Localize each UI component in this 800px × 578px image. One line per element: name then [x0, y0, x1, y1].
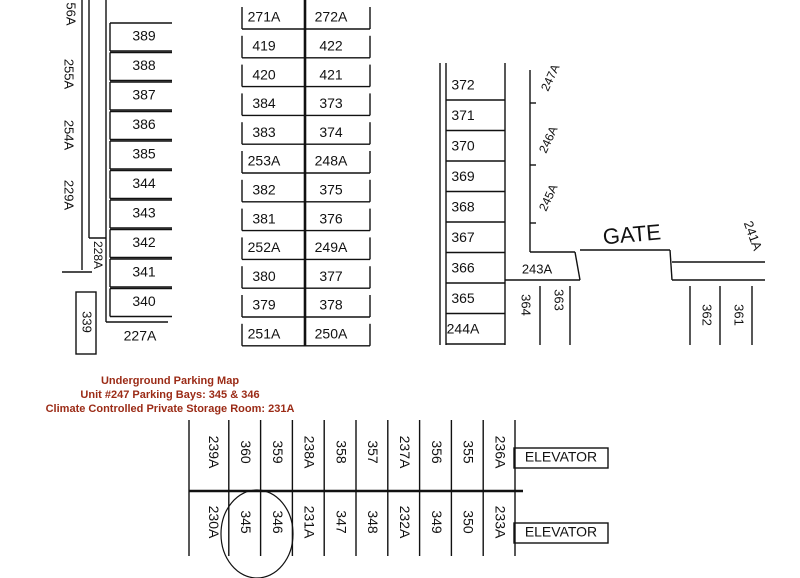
parking-bay-label: 248A: [315, 153, 348, 169]
parking-bay-label: 237A: [397, 436, 413, 469]
parking-bay-label: 359: [270, 440, 286, 464]
room-label: 245A: [536, 182, 561, 213]
parking-bay-label: 236A: [492, 436, 508, 469]
room-box: [75, 291, 97, 355]
parking-bay-label: 362: [700, 304, 715, 326]
parking-bay-label: 419: [252, 38, 276, 54]
parking-bay-label: 385: [132, 146, 156, 162]
parking-bay-label: 253A: [248, 153, 281, 169]
room-label: 255A: [62, 59, 77, 90]
room-label: 241A: [741, 219, 766, 253]
parking-bay-label: 389: [132, 28, 156, 44]
parking-bay-label: 375: [319, 182, 343, 198]
parking-bay-label: 271A: [248, 9, 281, 25]
parking-bay-label: 356: [429, 440, 445, 464]
elevator-label: ELEVATOR: [525, 449, 597, 465]
parking-bay-label: 238A: [302, 436, 318, 469]
parking-bay-label: 347: [333, 510, 349, 534]
room-label: 246A: [536, 124, 561, 155]
parking-bay-label: 381: [252, 210, 276, 226]
parking-bay-label: 366: [451, 260, 475, 276]
parking-bay-label: 369: [451, 168, 475, 184]
room-label: 229A: [62, 180, 77, 211]
room-label: 243A: [522, 261, 553, 276]
parking-bay-label: 370: [451, 138, 475, 154]
parking-bay-label: 349: [429, 510, 445, 534]
parking-bay-label: 420: [252, 66, 276, 82]
parking-bay-label: 422: [319, 38, 343, 54]
parking-bay-label: 373: [319, 95, 343, 111]
parking-bay-label: 374: [319, 124, 343, 140]
parking-bay-label: 233A: [492, 506, 508, 539]
parking-bay-label: 378: [319, 297, 343, 313]
room-label: 227A: [124, 328, 157, 344]
caption-storage-room: Climate Controlled Private Storage Room:…: [45, 403, 295, 415]
parking-bay-label: 252A: [248, 239, 281, 255]
parking-bay-label: 230A: [206, 506, 222, 539]
parking-bay-label: 360: [238, 440, 254, 464]
parking-bay-label: 348: [365, 510, 381, 534]
parking-bay-label: 244A: [447, 321, 480, 337]
parking-bay-label: 365: [451, 290, 475, 306]
parking-bay-label: 232A: [397, 506, 413, 539]
room-label: 339: [80, 311, 95, 333]
parking-bay-label: 376: [319, 210, 343, 226]
parking-bay-label: 343: [132, 205, 156, 221]
parking-bay-label: 380: [252, 268, 276, 284]
parking-bay-label: 361: [732, 304, 747, 326]
parking-bay-label: 368: [451, 199, 475, 215]
parking-bay-label: 344: [132, 175, 156, 191]
caption-title: Underground Parking Map: [100, 375, 240, 387]
parking-bay-label: 350: [461, 510, 477, 534]
gate-label: GATE: [602, 219, 662, 249]
parking-bay-label: 363: [552, 289, 567, 311]
parking-bay-label: 383: [252, 124, 276, 140]
elevator-label: ELEVATOR: [525, 524, 597, 540]
parking-bay-label: 355: [461, 440, 477, 464]
parking-bay-label: 372: [451, 77, 475, 93]
parking-bay-label: 250A: [315, 326, 348, 342]
parking-bay-label: 421: [319, 66, 343, 82]
parking-bay-label: 345: [238, 510, 254, 534]
room-label: 247A: [538, 62, 563, 93]
parking-bay-label: 371: [451, 107, 475, 123]
parking-bay-label: 367: [451, 229, 475, 245]
caption-parking-bays: Unit #247 Parking Bays: 345 & 346: [80, 389, 260, 401]
parking-bay-label: 384: [252, 95, 276, 111]
map-caption: Underground Parking Map Unit #247 Parkin…: [30, 374, 310, 416]
parking-bay-label: 357: [365, 440, 381, 464]
parking-bay-label: 231A: [302, 506, 318, 539]
elevator-box: [513, 447, 609, 469]
parking-bay-label: 249A: [315, 239, 348, 255]
parking-bay-label: 364: [519, 294, 534, 316]
parking-bay-label: 387: [132, 87, 156, 103]
parking-bay-label: 382: [252, 182, 276, 198]
room-label: 56A: [64, 2, 79, 25]
parking-bay-label: 386: [132, 116, 156, 132]
highlight-circle: [220, 489, 294, 578]
parking-bay-label: 377: [319, 268, 343, 284]
elevator-box: [513, 522, 609, 544]
parking-bay-label: 272A: [315, 9, 348, 25]
parking-bay-label: 251A: [248, 326, 281, 342]
parking-bay-label: 346: [270, 510, 286, 534]
parking-bay-label: 358: [333, 440, 349, 464]
gate-wall: [574, 251, 581, 281]
room-label: 254A: [62, 120, 77, 151]
parking-bay-label: 239A: [206, 436, 222, 469]
parking-bay-label: 388: [132, 57, 156, 73]
room-label: 228A: [91, 241, 105, 269]
parking-bay-label: 379: [252, 297, 276, 313]
gate-wall: [669, 249, 673, 281]
parking-bay-label: 342: [132, 234, 156, 250]
parking-bay-label: 340: [132, 293, 156, 309]
parking-bay-label: 341: [132, 264, 156, 280]
